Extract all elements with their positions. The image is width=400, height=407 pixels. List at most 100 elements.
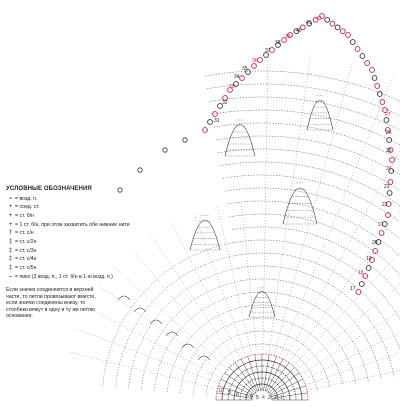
picot — [117, 187, 123, 193]
mesh-row — [238, 265, 395, 377]
picot — [374, 83, 381, 89]
picot — [257, 57, 263, 63]
mesh-row — [211, 109, 400, 146]
picot — [379, 99, 386, 105]
picot — [299, 24, 306, 31]
row-number: 40 — [296, 28, 302, 34]
center-spoke — [254, 354, 261, 391]
legend-text: = соед. ст. — [15, 204, 40, 211]
row-number: 20 — [372, 240, 378, 246]
center-spoke — [240, 358, 258, 392]
picot — [376, 91, 383, 97]
pineapple-motifs — [189, 95, 334, 318]
stitch-spoke — [310, 370, 400, 390]
picot — [329, 20, 336, 27]
picot — [388, 168, 395, 174]
stitch-spoke — [216, 205, 251, 352]
picot — [385, 212, 391, 218]
center-spoke — [234, 362, 257, 393]
legend-item: ⌢= пико (3 возд. п., 1 ст. б/н в 1-ю воз… — [6, 274, 156, 282]
row-number: 7 — [244, 394, 247, 400]
row-number: 39 — [285, 34, 291, 40]
picot — [385, 201, 392, 207]
pineapple-outline — [248, 291, 276, 318]
scallop — [133, 307, 147, 313]
picot — [233, 81, 239, 87]
row-number: 27 — [385, 112, 391, 118]
legend-item: += 1 ст. б/н, при этом захватить обе ниж… — [6, 222, 156, 230]
mesh-row — [204, 70, 400, 102]
row-number: 18 — [358, 270, 364, 276]
mesh-row — [167, 306, 246, 392]
legend-item: ∘= возд. п. — [6, 196, 156, 204]
legend-symbol: ⌢ — [8, 273, 13, 280]
picot — [263, 52, 269, 58]
mesh-row — [225, 187, 400, 240]
scallop — [181, 343, 195, 349]
picot — [182, 137, 188, 143]
legend-symbol: ‡ — [8, 256, 13, 263]
center-spoke — [271, 392, 308, 399]
picot — [387, 179, 394, 185]
picot — [202, 127, 208, 133]
picot — [364, 60, 371, 66]
mesh-row — [207, 83, 400, 117]
row-number: 4 — [262, 395, 265, 401]
scallop — [165, 331, 179, 337]
scallop — [117, 295, 131, 301]
row-number: 34 — [234, 74, 240, 80]
picot — [319, 13, 325, 19]
picot — [287, 32, 293, 38]
picot — [386, 137, 393, 143]
picot — [334, 24, 341, 31]
picot — [162, 147, 168, 153]
picot — [372, 248, 379, 254]
mesh-row — [193, 331, 251, 395]
legend-symbol: ∘ — [8, 195, 13, 202]
picot — [349, 39, 356, 45]
row-number: 2 — [274, 395, 277, 401]
picot — [384, 127, 391, 133]
center-spoke — [268, 367, 295, 394]
legend-text: = пико (3 возд. п., 1 ст. б/н в 1-ю возд… — [15, 273, 113, 280]
stitch-spoke — [130, 248, 230, 363]
picot — [365, 265, 372, 271]
mesh-row — [180, 318, 248, 393]
stitch-spoke — [240, 201, 257, 351]
mesh-row — [218, 148, 400, 191]
row-number: 21 — [378, 222, 384, 228]
legend-symbol: + — [8, 212, 13, 219]
stitch-spoke — [306, 332, 400, 379]
picot — [382, 107, 388, 113]
mesh-row — [243, 291, 369, 382]
legend-item: †= ст. с/н — [6, 230, 156, 238]
mesh-rows — [102, 70, 400, 396]
stitch-spoke — [150, 234, 235, 359]
stitch-spoke — [280, 75, 394, 354]
stitch-spoke — [75, 328, 216, 383]
center-spoke — [216, 392, 253, 399]
legend-text: = 1 ст. б/н, при этом захватить обе нижн… — [15, 221, 130, 228]
row-number: 23 — [384, 184, 390, 190]
row-number: 35 — [242, 66, 248, 72]
stitch-spoke — [268, 53, 311, 351]
legend-text: = ст. с/н — [15, 230, 34, 237]
mesh-row — [227, 200, 400, 258]
picot — [383, 117, 390, 123]
picot — [217, 103, 223, 109]
picot — [354, 46, 361, 52]
mesh-row — [222, 174, 400, 223]
mesh-row — [141, 280, 242, 390]
legend-item: ‡= ст. с/2н — [6, 239, 156, 247]
center-spoke — [271, 385, 306, 398]
row-number: 31 — [214, 118, 220, 124]
picot — [212, 111, 218, 117]
center-ring — [251, 389, 273, 401]
row-number: 19 — [366, 256, 372, 262]
legend-item: ‡= ст. с/4н — [6, 256, 156, 264]
legend-text: = ст. с/4н — [15, 256, 37, 263]
mesh-row — [216, 135, 400, 176]
picot — [359, 53, 366, 59]
center-spoke — [266, 358, 284, 392]
